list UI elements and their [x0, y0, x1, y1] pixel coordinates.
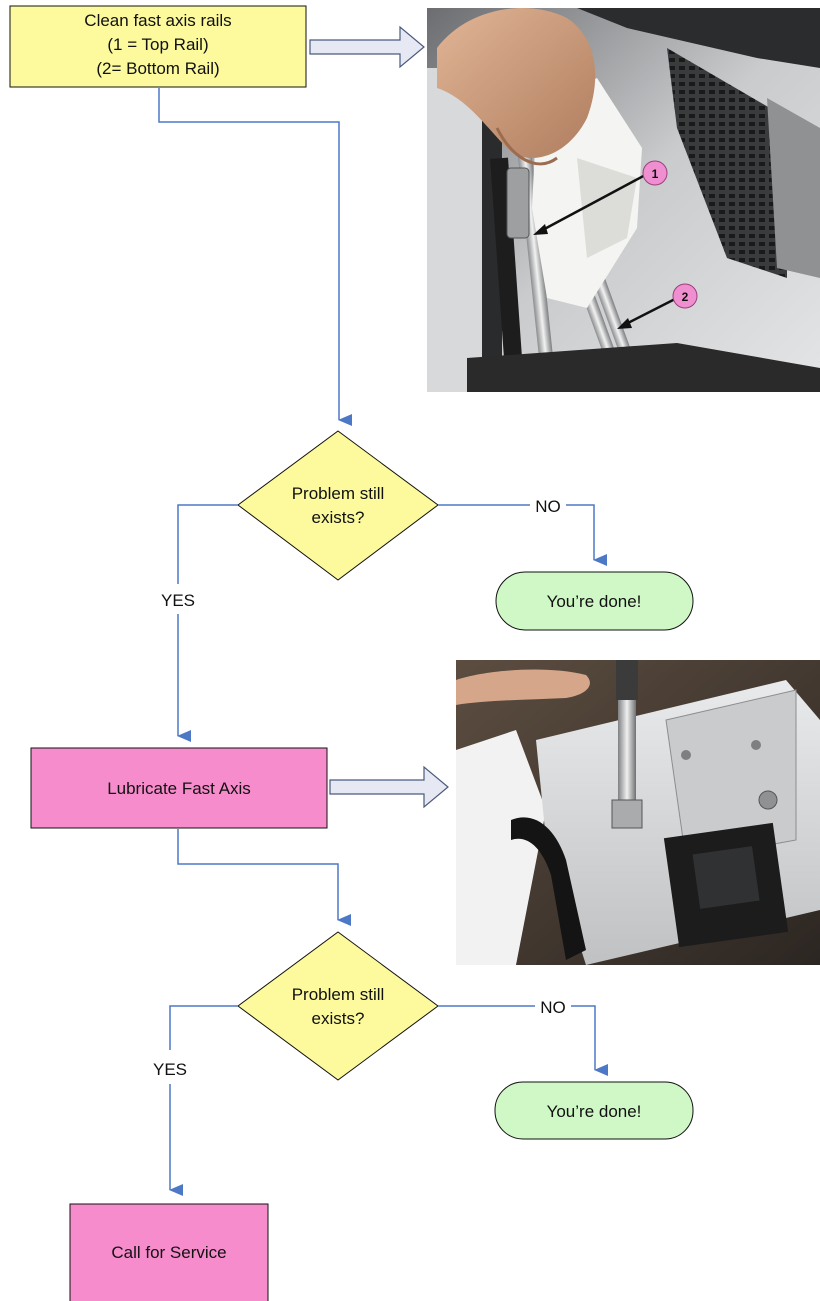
decision-1-line2: exists? — [312, 508, 365, 527]
decision-2: Problem still exists? — [237, 931, 439, 1081]
callout-1-arrow — [536, 171, 650, 235]
decision-1-no-label: NO — [535, 497, 561, 516]
decision-2-no-label: NO — [540, 998, 566, 1017]
decision-1-yes-label: YES — [161, 591, 195, 610]
decision-1: Problem still exists? — [237, 430, 439, 581]
lubricate-step-label: Lubricate Fast Axis — [107, 779, 251, 798]
done-terminal-2-label: You’re done! — [547, 1102, 642, 1121]
decision-1-line1: Problem still — [292, 484, 385, 503]
decision-2-line1: Problem still — [292, 985, 385, 1004]
svg-text:2: 2 — [682, 290, 689, 304]
done-terminal-2: You’re done! — [494, 1081, 694, 1140]
done-terminal-1: You’re done! — [495, 571, 694, 631]
decision-2-line2: exists? — [312, 1009, 365, 1028]
callout-2-arrow — [621, 296, 678, 328]
svg-text:1: 1 — [652, 167, 659, 181]
clean-rails-step-line1: Clean fast axis rails — [84, 11, 231, 30]
rail-cleaning-photo: 1 2 — [427, 8, 820, 392]
lubrication-image — [456, 660, 820, 965]
callout-1-badge: 1 — [642, 160, 668, 186]
call-service-step: Call for Service — [69, 1203, 269, 1301]
done-terminal-1-label: You’re done! — [547, 592, 642, 611]
decision-2-yes-label: YES — [153, 1060, 187, 1079]
rail-cleaning-image: 1 2 — [427, 8, 820, 392]
clean-rails-step: Clean fast axis rails (1 = Top Rail) (2=… — [9, 5, 307, 88]
lubrication-photo — [456, 660, 820, 965]
clean-rails-step-line3: (2= Bottom Rail) — [96, 59, 219, 78]
to-photo-arrow-1 — [309, 25, 425, 69]
call-service-step-label: Call for Service — [111, 1243, 226, 1262]
to-photo-arrow-2 — [329, 765, 449, 809]
lubricate-step: Lubricate Fast Axis — [30, 747, 328, 829]
clean-rails-step-line2: (1 = Top Rail) — [107, 35, 208, 54]
connector-step1-decision1 — [158, 88, 352, 426]
callout-2-badge: 2 — [672, 283, 698, 309]
